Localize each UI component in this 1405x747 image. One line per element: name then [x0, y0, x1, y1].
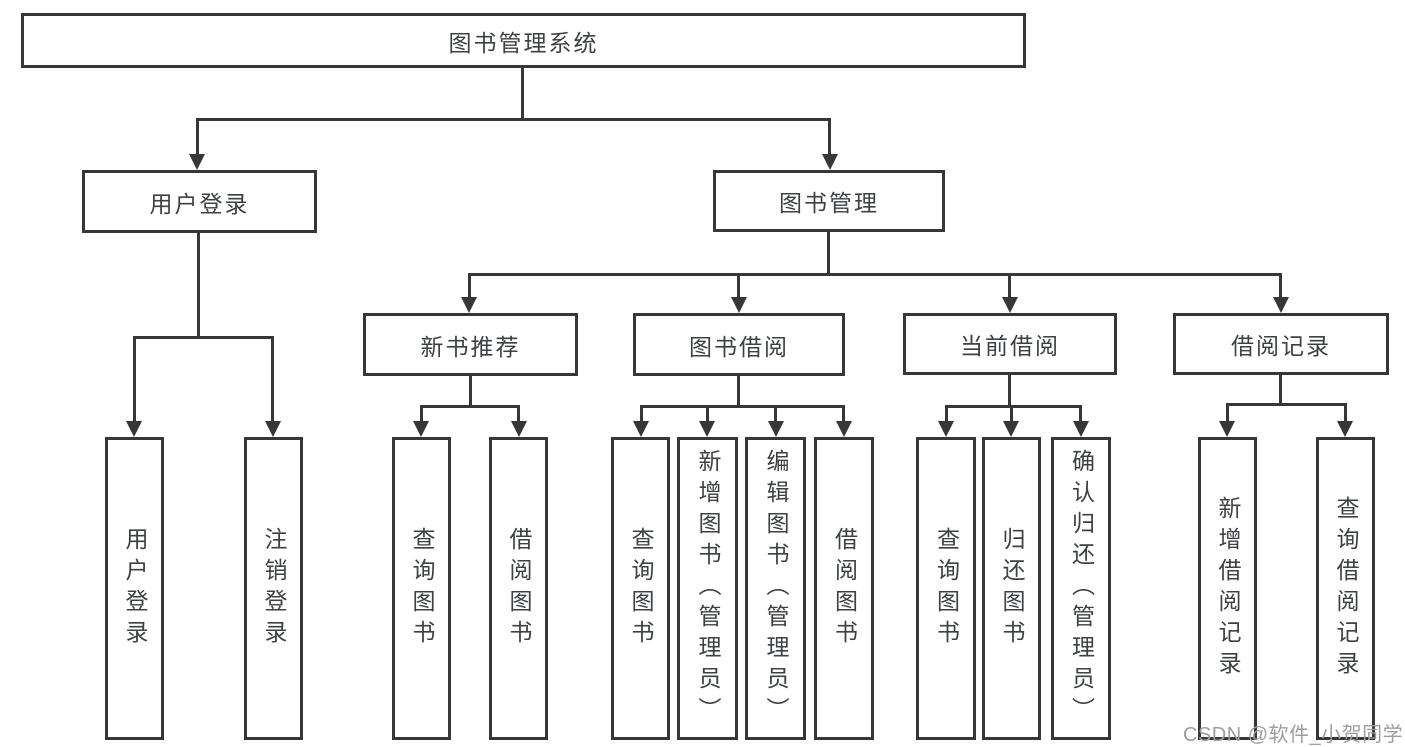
connector-line: [1279, 273, 1282, 299]
connector-line: [1008, 375, 1011, 407]
connector-line: [640, 405, 845, 408]
connector-line: [1008, 273, 1011, 299]
node-root-library-system: 图书管理系统: [21, 13, 1026, 68]
connector-line: [1226, 403, 1346, 406]
connector-line: [827, 232, 830, 276]
connector-line: [828, 118, 831, 156]
leaf-return-books: 归还图书: [982, 437, 1041, 740]
leaf-edit-books-admin: 编辑图书（管理员）: [745, 437, 806, 740]
connector-line: [842, 405, 845, 423]
node-current-borrowing: 当前借阅: [903, 313, 1117, 375]
node-new-book-recommendation: 新书推荐: [363, 313, 578, 376]
connector-line: [706, 405, 709, 423]
connector-line: [774, 405, 777, 423]
arrow-down-icon: [1003, 421, 1019, 437]
leaf-borrow-books-borrowing: 借阅图书: [814, 437, 874, 740]
arrow-down-icon: [836, 421, 852, 437]
connector-line: [420, 405, 423, 423]
arrow-down-icon: [822, 154, 838, 170]
arrow-down-icon: [413, 421, 429, 437]
arrow-down-icon: [1337, 421, 1353, 437]
connector-line: [468, 273, 471, 299]
connector-line: [521, 68, 524, 121]
leaf-query-books-recommend: 查询图书: [392, 437, 451, 740]
connector-line: [1226, 403, 1229, 423]
connector-line: [133, 336, 274, 339]
connector-line: [469, 376, 472, 407]
connector-line: [468, 273, 1282, 276]
arrow-down-icon: [1219, 421, 1235, 437]
connector-line: [1279, 375, 1282, 405]
connector-line: [133, 336, 136, 422]
arrow-down-icon: [1273, 297, 1289, 313]
connector-line: [1010, 405, 1013, 423]
arrow-down-icon: [265, 421, 281, 437]
connector-line: [1079, 405, 1082, 423]
connector-line: [197, 233, 200, 338]
connector-line: [737, 376, 740, 407]
connector-line: [420, 405, 520, 408]
connector-line: [196, 118, 831, 121]
connector-line: [640, 405, 643, 423]
arrow-down-icon: [699, 421, 715, 437]
leaf-borrow-books-recommend: 借阅图书: [489, 437, 548, 740]
connector-line: [1344, 403, 1347, 423]
connector-line: [945, 405, 1082, 408]
arrow-down-icon: [1073, 421, 1089, 437]
node-book-borrowing: 图书借阅: [633, 313, 845, 376]
connector-line: [945, 405, 948, 423]
node-user-login: 用户登录: [82, 170, 317, 233]
leaf-query-books-current: 查询图书: [916, 437, 976, 740]
arrow-down-icon: [189, 154, 205, 170]
connector-line: [517, 405, 520, 423]
arrow-down-icon: [938, 421, 954, 437]
arrow-down-icon: [126, 421, 142, 437]
connector-line: [271, 336, 274, 422]
arrow-down-icon: [633, 421, 649, 437]
connector-line: [737, 273, 740, 299]
node-borrowing-records: 借阅记录: [1173, 313, 1389, 375]
arrow-down-icon: [461, 297, 477, 313]
arrow-down-icon: [511, 421, 527, 437]
arrow-down-icon: [731, 297, 747, 313]
arrow-down-icon: [1002, 297, 1018, 313]
leaf-logout-login: 注销登录: [244, 437, 303, 740]
leaf-add-borrow-record: 新增借阅记录: [1198, 437, 1257, 740]
leaf-query-books-borrowing: 查询图书: [611, 437, 670, 740]
arrow-down-icon: [768, 421, 784, 437]
leaf-confirm-return-admin: 确认归还（管理员）: [1051, 437, 1111, 740]
node-book-management: 图书管理: [713, 170, 945, 232]
leaf-add-books-admin: 新增图书（管理员）: [677, 437, 738, 740]
csdn-watermark: CSDN @软件_小贺同学: [1183, 724, 1404, 746]
connector-line: [196, 118, 199, 156]
leaf-query-borrow-record: 查询借阅记录: [1316, 437, 1375, 740]
leaf-user-login: 用户登录: [105, 437, 164, 740]
